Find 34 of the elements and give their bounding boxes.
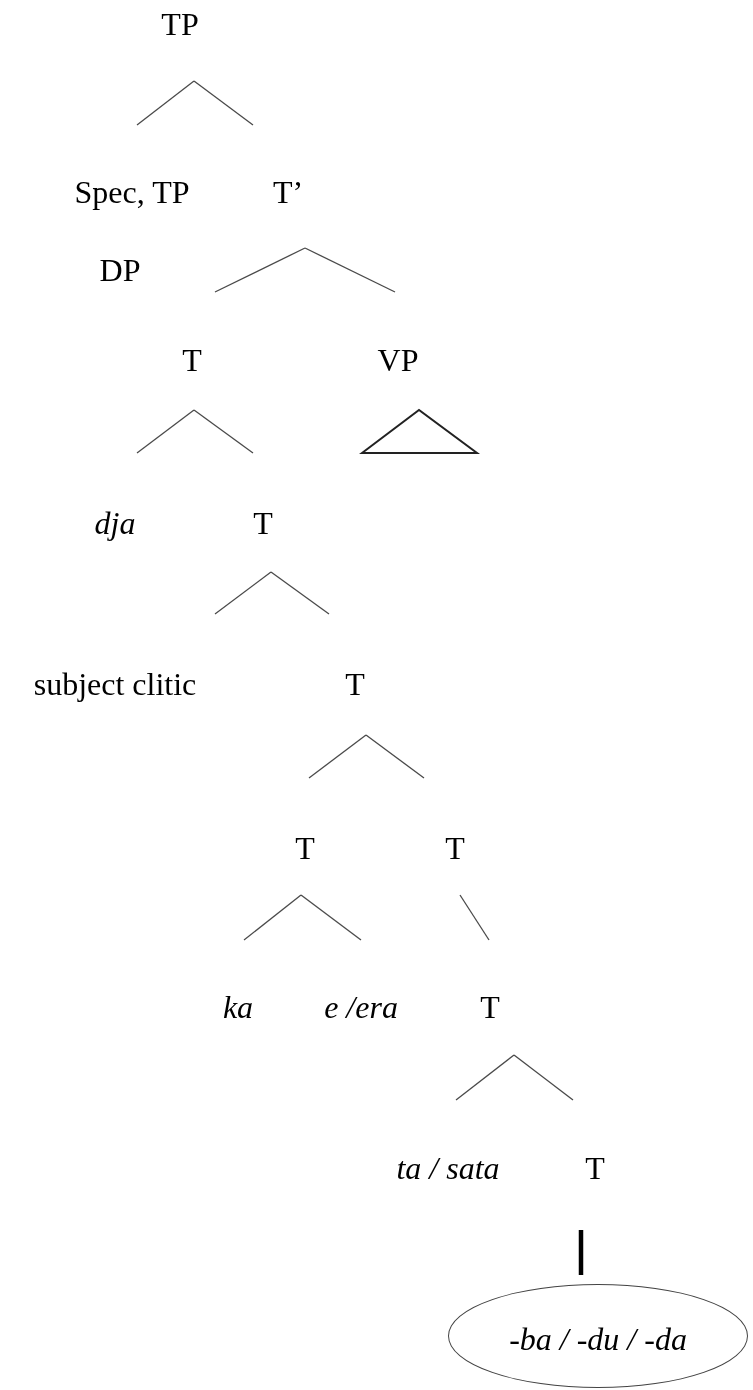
node-label: ta / sata bbox=[396, 1152, 500, 1184]
tree-branch bbox=[193, 409, 254, 454]
node-label: TP bbox=[161, 8, 199, 40]
tree-branch bbox=[300, 894, 362, 941]
node-label: dja bbox=[94, 507, 136, 539]
tree-branch bbox=[214, 247, 306, 293]
node-label: ka bbox=[222, 991, 254, 1023]
node-label: Spec, TP bbox=[74, 176, 190, 208]
tree-branch bbox=[459, 894, 490, 941]
tree-branch bbox=[136, 409, 195, 454]
node-label: e /era bbox=[324, 991, 398, 1023]
tree-branch bbox=[214, 571, 272, 615]
tree-branch bbox=[513, 1054, 574, 1101]
tree-branch bbox=[136, 80, 195, 126]
node-label: DP bbox=[99, 254, 141, 286]
tree-branch bbox=[578, 1230, 584, 1275]
node-label: T bbox=[182, 344, 202, 376]
node-label: T bbox=[295, 832, 315, 864]
node-label: T bbox=[480, 991, 500, 1023]
tree-branch bbox=[304, 247, 396, 293]
node-label: subject clitic bbox=[33, 668, 197, 700]
tree-branch bbox=[193, 80, 254, 126]
tree-branch bbox=[455, 1054, 515, 1101]
node-label: VP bbox=[377, 344, 419, 376]
tree-branch bbox=[365, 734, 425, 779]
node-label: T bbox=[345, 668, 365, 700]
node-label: T bbox=[585, 1152, 605, 1184]
tree-branch bbox=[270, 571, 330, 615]
node-label: T’ bbox=[272, 176, 304, 208]
node-label: T bbox=[445, 832, 465, 864]
tree-branch bbox=[308, 734, 367, 779]
morpheme-label: -ba / -du / -da bbox=[509, 1323, 687, 1355]
node-label: T bbox=[253, 507, 273, 539]
tree-branch bbox=[243, 894, 302, 941]
